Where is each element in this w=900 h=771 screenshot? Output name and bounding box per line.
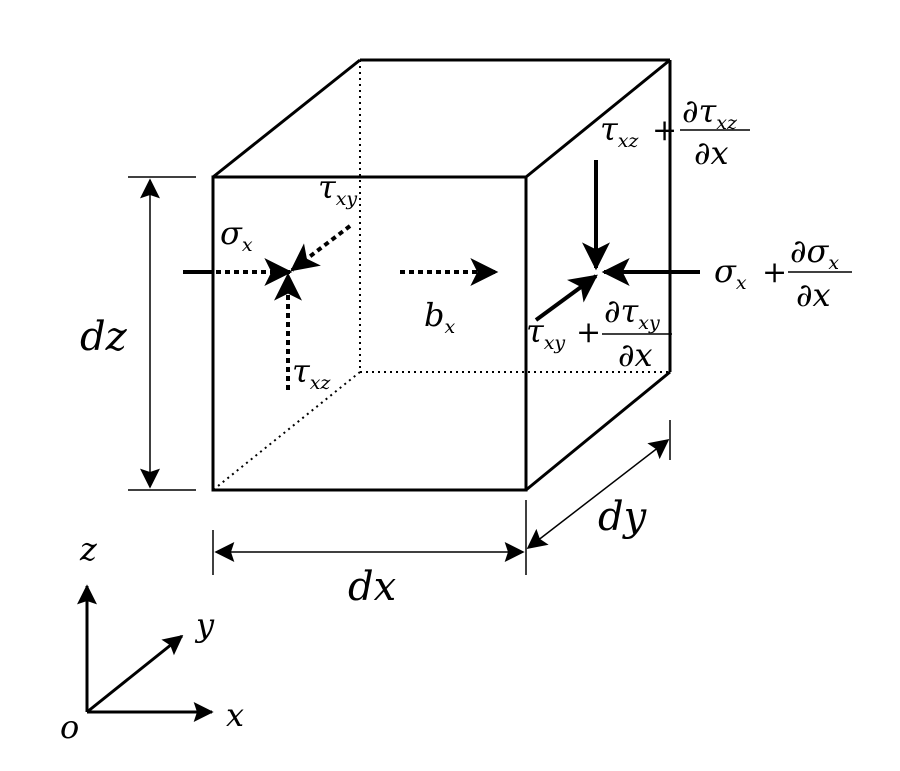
label-tau-xy-right: τxy + ∂τxy ∂x — [526, 292, 672, 374]
label-sigma-x-right: σx + ∂σx ∂x — [714, 232, 852, 314]
axis-z-label: z — [79, 530, 98, 568]
coordinate-axes — [77, 584, 214, 722]
left-face-arrows — [183, 224, 352, 390]
svg-text:+: + — [762, 255, 787, 290]
dimension-dx — [212, 500, 527, 575]
right-face-arrows — [534, 160, 700, 322]
axis-y-label: y — [194, 606, 215, 644]
svg-text:τxy: τxy — [526, 312, 565, 354]
dimension-dz — [128, 176, 196, 491]
svg-text:+: + — [652, 113, 677, 148]
svg-text:σx: σx — [714, 252, 747, 294]
svg-text:∂τxz: ∂τxz — [682, 92, 738, 134]
svg-text:∂x: ∂x — [618, 336, 653, 374]
dimension-dy-label: dy — [598, 494, 648, 540]
cube-hidden-edges — [212, 60, 670, 491]
label-tau-xz-left: τxz — [292, 352, 331, 394]
svg-text:∂x: ∂x — [694, 134, 729, 172]
dimension-dy — [526, 420, 671, 550]
label-tau-xy-left: τxy — [318, 168, 357, 210]
svg-text:∂x: ∂x — [796, 276, 831, 314]
label-tau-xz-right: τxz + ∂τxz ∂x — [600, 92, 750, 172]
label-bx: bx — [424, 296, 455, 338]
origin-label: o — [60, 708, 79, 746]
axis-x-label: x — [226, 696, 244, 734]
svg-text:∂τxy: ∂τxy — [604, 292, 660, 334]
svg-text:+: + — [576, 315, 601, 350]
dimension-dz-label: dz — [80, 314, 128, 360]
svg-text:τxz: τxz — [600, 110, 639, 152]
label-sigma-x-left: σx — [220, 214, 253, 256]
svg-text:∂σx: ∂σx — [790, 232, 839, 274]
dimension-dx-label: dx — [348, 564, 396, 610]
cube-visible-edges — [211, 58, 672, 492]
